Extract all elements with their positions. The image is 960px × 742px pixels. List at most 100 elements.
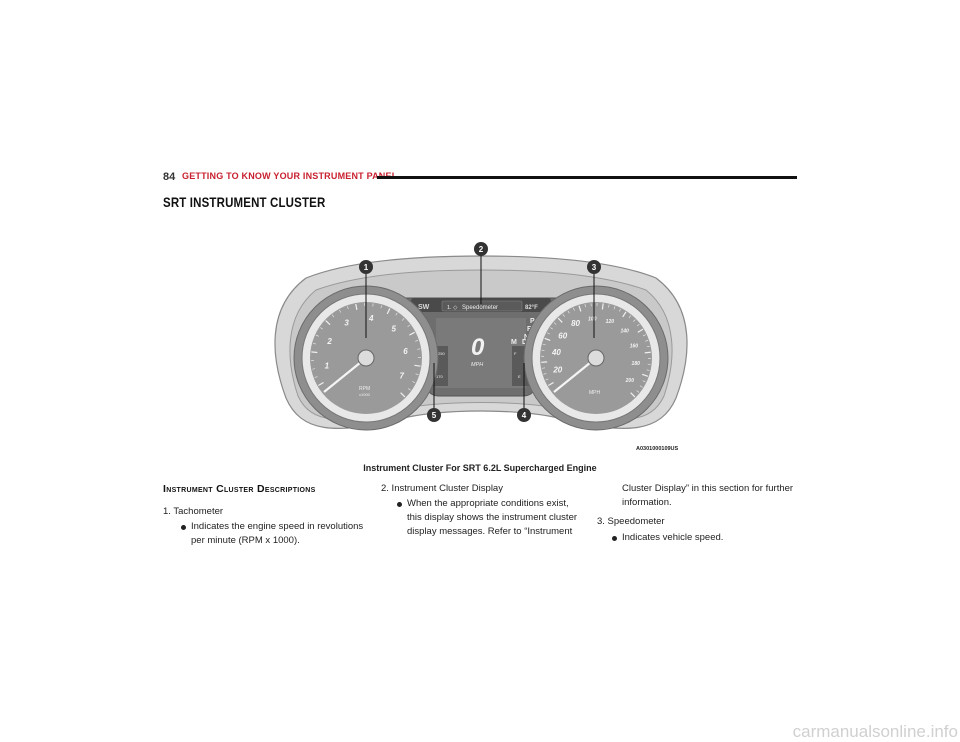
tachometer-tick bbox=[400, 392, 406, 398]
speedometer-tick bbox=[644, 351, 651, 354]
tachometer-sublabel: x1000 bbox=[359, 392, 371, 397]
tachometer-number: 1 bbox=[325, 362, 330, 371]
tachometer-tick bbox=[401, 318, 405, 321]
speedometer-tick bbox=[645, 340, 649, 342]
speedometer-tick bbox=[573, 307, 575, 311]
page-header: 84 GETTING TO KNOW YOUR INSTRUMENT PANEL bbox=[163, 171, 797, 187]
tachometer-tick bbox=[407, 388, 411, 391]
tachometer-tick bbox=[315, 334, 319, 337]
tachometer-tick bbox=[331, 314, 335, 318]
item-2-label: 2. Instrument Cluster Display bbox=[381, 483, 503, 494]
speedometer-tick bbox=[543, 373, 547, 375]
speedometer-tick bbox=[601, 303, 604, 310]
speedometer-tick bbox=[584, 304, 586, 308]
speedometer-number: 60 bbox=[558, 331, 567, 340]
speedometer-tick bbox=[557, 317, 563, 323]
tachometer-tick bbox=[414, 364, 421, 367]
tachometer-tick bbox=[318, 381, 324, 387]
item-2-continued-line: Cluster Display” in this section for fur… bbox=[622, 483, 794, 494]
header-rule bbox=[377, 176, 797, 179]
speedometer-tick bbox=[622, 311, 627, 318]
speedometer-tick bbox=[636, 390, 640, 393]
figure-caption: Instrument Cluster For SRT 6.2L Supercha… bbox=[363, 463, 597, 473]
item-3-bullet-line: Indicates vehicle speed. bbox=[611, 532, 724, 543]
tachometer-tick bbox=[339, 309, 342, 313]
tachometer-tick bbox=[407, 324, 411, 327]
speedometer-number: 160 bbox=[630, 344, 639, 350]
speedometer-tick bbox=[619, 308, 621, 312]
svg-text:3: 3 bbox=[592, 263, 597, 272]
tachometer-tick bbox=[347, 306, 349, 310]
left-gauge-top: 250 bbox=[438, 351, 445, 356]
item-1-bullet-line: per minute (RPM x 1000). bbox=[191, 535, 300, 546]
speedometer-number: 40 bbox=[551, 348, 561, 357]
tachometer-number: 3 bbox=[344, 318, 349, 327]
tachometer-number: 6 bbox=[403, 347, 408, 356]
gear-d: D bbox=[522, 339, 527, 346]
tachometer-number: 5 bbox=[392, 325, 397, 334]
speedometer-tick bbox=[562, 313, 565, 317]
instrument-cluster-figure: SW 1. ◇ Speedometer 82°F 0 MPH 250 170 F… bbox=[266, 238, 696, 456]
footer-watermark: carmanualsonline.info bbox=[792, 722, 958, 741]
tachometer-number: 4 bbox=[368, 314, 374, 323]
page-heading: SRT INSTRUMENT CLUSTER bbox=[163, 194, 326, 210]
tachometer-tick bbox=[355, 303, 358, 310]
display-title: Speedometer bbox=[462, 305, 498, 311]
left-gauge-bottom: 170 bbox=[436, 374, 443, 379]
tachometer-tick bbox=[417, 348, 421, 350]
speedometer-tick bbox=[642, 334, 646, 337]
display-speed: 0 bbox=[471, 334, 485, 361]
speedometer-label: MPH bbox=[589, 390, 601, 396]
item-2-continued-line: information. bbox=[622, 497, 672, 508]
speedometer-tick bbox=[608, 304, 610, 308]
speedometer-tick bbox=[630, 392, 636, 398]
speedometer-tick bbox=[639, 385, 643, 388]
svg-text:4: 4 bbox=[522, 411, 527, 420]
speedometer-tick bbox=[544, 337, 551, 342]
tachometer-tick bbox=[320, 327, 323, 330]
speedometer-number: 80 bbox=[571, 319, 580, 328]
callout-2: 2 bbox=[474, 242, 488, 256]
item-2-bullet-line: When the appropriate conditions exist, bbox=[397, 498, 569, 509]
header-section-title: GETTING TO KNOW YOUR INSTRUMENT PANEL bbox=[182, 171, 398, 181]
speedometer-hub bbox=[587, 349, 605, 367]
tachometer-tick bbox=[311, 351, 318, 354]
display-temp: 82°F bbox=[525, 305, 538, 311]
svg-text:5: 5 bbox=[432, 411, 437, 420]
speedometer-tick bbox=[567, 310, 570, 314]
speedometer-number: 20 bbox=[552, 365, 562, 374]
tachometer-ticks bbox=[311, 303, 422, 398]
speedometer-tick bbox=[641, 373, 649, 377]
speedometer-number: 180 bbox=[632, 361, 641, 367]
callout-4: 4 bbox=[517, 408, 531, 422]
gear-p: P bbox=[530, 318, 535, 325]
tachometer-tick bbox=[415, 340, 419, 342]
gear-m: M bbox=[511, 339, 517, 346]
speedometer-number: 140 bbox=[620, 329, 629, 335]
speedometer-tick bbox=[637, 328, 644, 333]
tachometer-tick bbox=[314, 376, 318, 378]
speedometer-tick bbox=[636, 323, 640, 327]
callout-5: 5 bbox=[427, 408, 441, 422]
speedometer-tick bbox=[545, 378, 549, 381]
tachometer-tick bbox=[380, 305, 383, 309]
section-subheading: Instrument Cluster Descriptions bbox=[163, 483, 316, 495]
tachometer-tick bbox=[395, 312, 398, 316]
speedometer-needle bbox=[553, 357, 597, 393]
speedometer-tick bbox=[547, 332, 550, 335]
display-title-box bbox=[441, 300, 523, 312]
speedometer-tick bbox=[613, 306, 616, 310]
page-number: 84 bbox=[163, 171, 176, 183]
speedometer-ticks bbox=[541, 303, 652, 398]
tachometer-tick bbox=[412, 381, 416, 384]
item-2-bullet-line: display messages. Refer to “Instrument bbox=[407, 526, 573, 537]
item-3-label: 3. Speedometer bbox=[597, 516, 665, 527]
display-screen bbox=[436, 318, 526, 388]
display-unit: MPH bbox=[471, 362, 483, 368]
speedometer-tick bbox=[633, 319, 636, 322]
speedometer-tick bbox=[646, 369, 650, 371]
svg-text:2: 2 bbox=[479, 245, 484, 254]
speedometer-tick bbox=[548, 381, 554, 387]
